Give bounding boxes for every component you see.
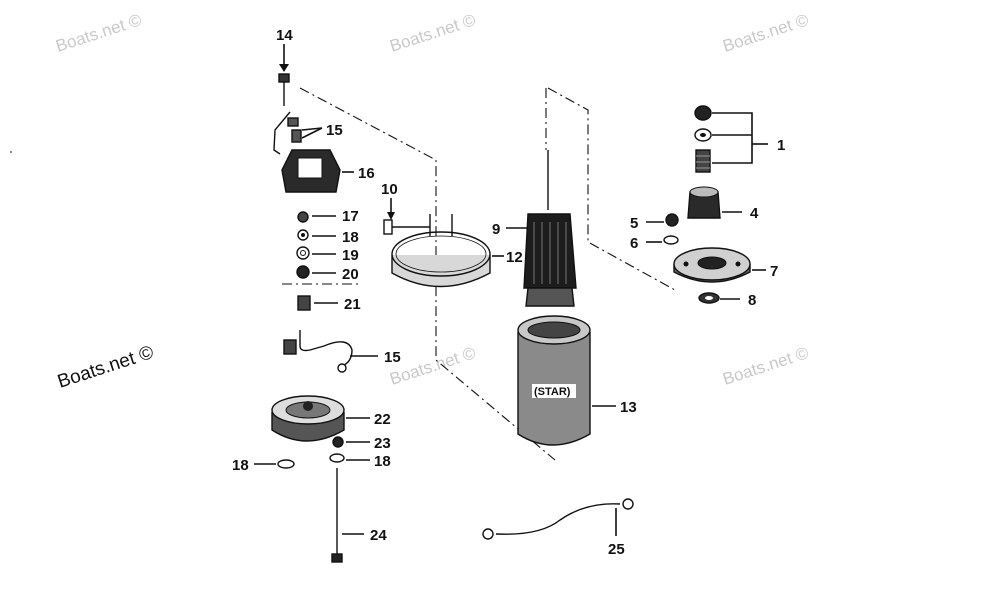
callout-1: 1 xyxy=(777,137,785,154)
callout-23: 23 xyxy=(374,435,391,452)
callout-18-right: 18 xyxy=(374,453,391,470)
callout-5: 5 xyxy=(630,215,638,232)
watermark: Boats.net © xyxy=(720,10,811,56)
callout-21: 21 xyxy=(344,296,361,313)
callout-4: 4 xyxy=(750,205,759,222)
part-5-nut xyxy=(646,213,679,227)
part-6-washer xyxy=(646,235,679,245)
part-25-cable xyxy=(482,498,634,540)
callout-labels: 1 4 5 6 7 8 9 10 12 13 14 15 15 16 17 18… xyxy=(232,27,785,558)
part-9-armature xyxy=(506,150,577,307)
field-frame-label: (STAR) xyxy=(534,386,571,398)
callout-19: 19 xyxy=(342,247,359,264)
callout-22: 22 xyxy=(374,411,391,428)
part-1-drive-parts xyxy=(694,105,768,173)
part-14-bolt xyxy=(278,44,290,106)
part-12-clamp-band xyxy=(391,214,504,288)
part-7-end-plate xyxy=(673,247,766,283)
callout-20: 20 xyxy=(342,266,359,283)
part-18-washer-right xyxy=(329,453,370,463)
watermark: Boats.net © xyxy=(720,343,811,389)
part-4-pinion xyxy=(687,186,742,219)
part-18-washer xyxy=(297,229,336,241)
part-16-brush-holder xyxy=(281,149,354,193)
watermark-dark: Boats.net © xyxy=(55,342,156,393)
callout-12: 12 xyxy=(506,249,523,266)
part-10-screw xyxy=(383,198,430,235)
watermark: Boats.net © xyxy=(53,10,144,56)
part-17-nut xyxy=(297,211,336,223)
callout-15-upper: 15 xyxy=(326,122,343,139)
part-15-field-lead xyxy=(283,330,378,373)
part-23-nut xyxy=(332,436,370,448)
callout-15-lower: 15 xyxy=(384,349,401,366)
callout-17: 17 xyxy=(342,208,359,225)
callout-25: 25 xyxy=(608,541,625,558)
watermark: Boats.net © xyxy=(387,343,478,389)
callout-8: 8 xyxy=(748,292,756,309)
part-24-through-bolt xyxy=(331,468,364,563)
part-13-field-frame: (STAR) xyxy=(517,315,616,446)
watermark: Boats.net © xyxy=(387,10,478,56)
part-8-washer xyxy=(698,292,740,304)
callout-18-left: 18 xyxy=(232,457,249,474)
callout-6: 6 xyxy=(630,235,638,252)
callout-10: 10 xyxy=(381,181,398,198)
callout-16: 16 xyxy=(358,165,375,182)
callout-24: 24 xyxy=(370,527,387,544)
part-19-washer xyxy=(296,246,336,260)
part-18-washer-left xyxy=(254,459,295,469)
callout-14: 14 xyxy=(276,27,293,44)
part-15-brush-lead xyxy=(273,111,323,155)
callout-13: 13 xyxy=(620,399,637,416)
part-21-terminal xyxy=(297,295,338,311)
assembly-lines xyxy=(282,87,676,461)
callout-7: 7 xyxy=(770,263,778,280)
callout-18-upper: 18 xyxy=(342,229,359,246)
part-22-end-cap xyxy=(271,395,370,442)
part-20-nut xyxy=(296,265,336,279)
callout-9: 9 xyxy=(492,221,500,238)
